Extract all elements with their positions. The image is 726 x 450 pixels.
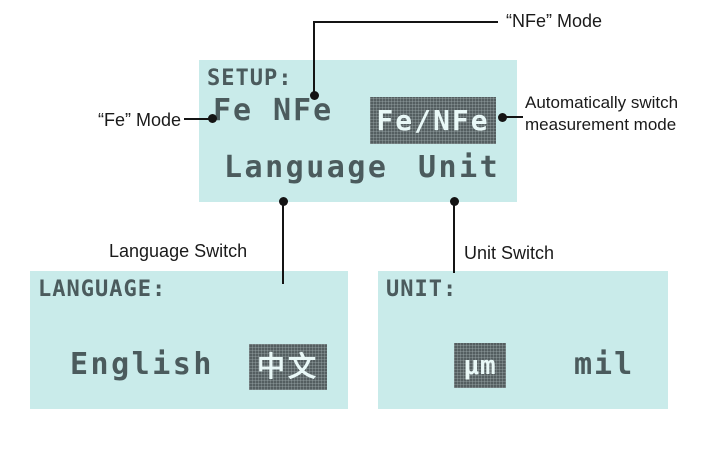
auto-switch-label-line2: measurement mode	[525, 115, 677, 134]
nfe-callout-line-vertical	[313, 21, 315, 95]
unit-option-um-selected[interactable]: μm	[454, 343, 506, 388]
fe-callout-dot	[208, 114, 217, 123]
nfe-mode-label: “NFe” Mode	[506, 11, 603, 31]
mode-option-fe-nfe-selected[interactable]: Fe/NFe	[370, 97, 496, 144]
mode-option-nfe[interactable]: NFe	[273, 93, 334, 128]
language-option-chinese-selected[interactable]: 中文	[249, 344, 327, 390]
auto-switch-callout-dot	[498, 113, 507, 122]
menu-item-unit[interactable]: Unit	[418, 150, 501, 185]
unit-option-mil[interactable]: mil	[574, 347, 635, 382]
mode-option-fe[interactable]: Fe	[213, 93, 254, 128]
fe-callout-line-horizontal	[184, 118, 212, 120]
unit-switch-callout-line-vertical	[453, 201, 455, 273]
setup-screen-panel: SETUP: Fe NFe Fe/NFe Language Unit	[199, 60, 517, 202]
language-switch-label: Language Switch	[109, 241, 248, 261]
unit-switch-label: Unit Switch	[464, 243, 555, 263]
nfe-callout-dot	[310, 91, 319, 100]
language-screen-title: LANGUAGE:	[38, 277, 167, 302]
fe-mode-label: “Fe” Mode	[97, 110, 181, 130]
menu-item-language[interactable]: Language	[224, 150, 389, 185]
language-screen-panel: LANGUAGE: English 中文	[30, 271, 348, 409]
auto-switch-label-line1: Automatically switch	[525, 93, 679, 112]
auto-switch-callout-line-horizontal	[505, 116, 523, 118]
language-option-english[interactable]: English	[70, 347, 214, 382]
nfe-callout-line-horizontal	[314, 21, 498, 23]
auto-switch-label: Automatically switch measurement mode	[525, 92, 678, 136]
setup-screen-title: SETUP:	[207, 66, 293, 91]
unit-screen-panel: UNIT: μm mil	[378, 271, 668, 409]
unit-screen-title: UNIT:	[386, 277, 458, 302]
language-switch-callout-line-vertical	[282, 201, 284, 284]
